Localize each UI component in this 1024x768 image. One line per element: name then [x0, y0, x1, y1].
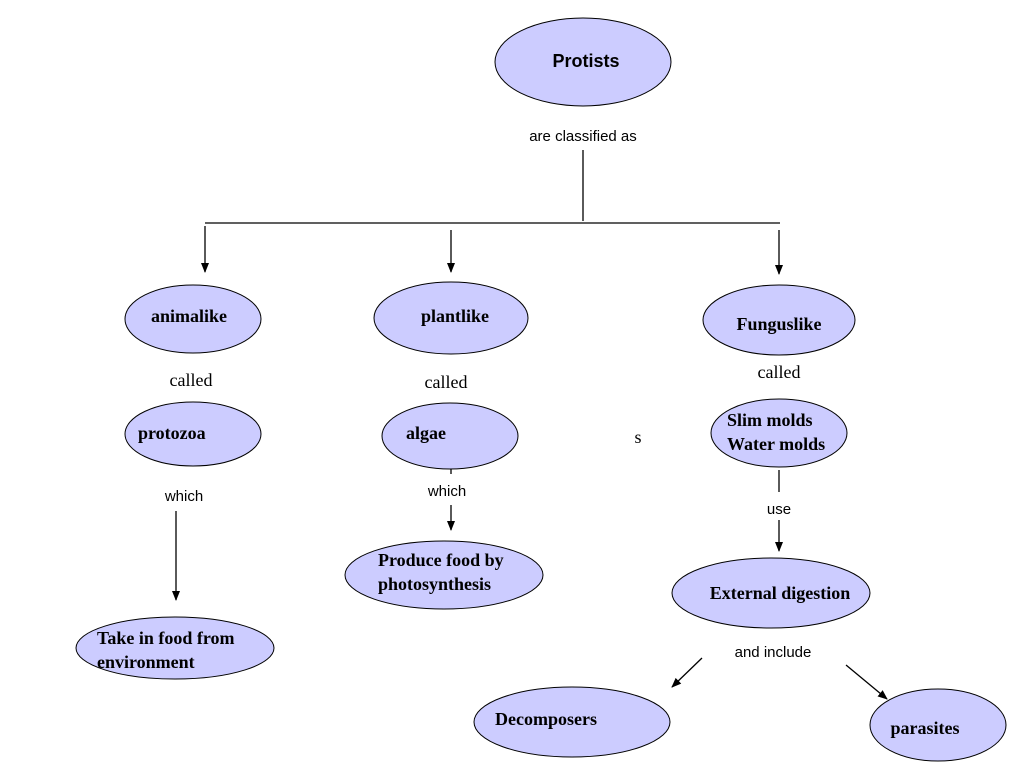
- node-algae: algae: [381, 402, 519, 470]
- node-molds: Slim molds Water molds: [710, 398, 848, 468]
- node-decomposers-label: Decomposers: [495, 709, 597, 729]
- node-decomposers: Decomposers: [473, 686, 671, 758]
- node-funguslike: Funguslike: [702, 284, 856, 356]
- node-produce-food: Produce food by photosynthesis: [344, 540, 544, 610]
- node-protozoa: protozoa: [124, 401, 262, 467]
- node-produce-food-label-line1: Produce food by: [378, 550, 504, 570]
- arrow-to-parasites: [845, 664, 888, 700]
- link-labels: are classified as called called called w…: [164, 128, 812, 661]
- link-which-algae: which: [427, 483, 466, 500]
- link-which-protozoa: which: [164, 488, 203, 505]
- node-external-digestion: External digestion: [671, 557, 871, 629]
- node-molds-label-line1: Slim molds: [727, 410, 813, 430]
- edges: [172, 150, 888, 700]
- node-produce-food-label-line2: photosynthesis: [378, 574, 491, 594]
- node-algae-label: algae: [406, 423, 446, 443]
- node-protists: Protists: [494, 17, 672, 107]
- node-protozoa-label: protozoa: [138, 423, 206, 443]
- node-parasites-label: parasites: [891, 718, 960, 738]
- node-protists-label: Protists: [552, 51, 619, 71]
- node-plantlike: plantlike: [373, 281, 529, 355]
- node-animalike-label: animalike: [151, 306, 227, 326]
- link-called-plantlike: called: [425, 372, 468, 392]
- arrow-to-decomposers: [671, 657, 703, 688]
- node-take-in-food: Take in food from environment: [75, 616, 275, 680]
- stray-letter: s: [634, 427, 641, 447]
- link-called-funguslike: called: [758, 362, 801, 382]
- node-animalike: animalike: [124, 284, 262, 354]
- link-use: use: [767, 501, 791, 518]
- node-plantlike-label: plantlike: [421, 306, 489, 326]
- node-take-in-food-label-line1: Take in food from: [97, 628, 235, 648]
- node-parasites: parasites: [869, 688, 1007, 762]
- link-are-classified-as: are classified as: [529, 128, 637, 145]
- node-funguslike-label: Funguslike: [736, 314, 821, 334]
- node-take-in-food-label-line2: environment: [97, 652, 195, 672]
- node-external-digestion-label: External digestion: [710, 583, 851, 603]
- link-called-animalike: called: [170, 370, 213, 390]
- node-molds-label-line2: Water molds: [727, 434, 825, 454]
- link-and-include: and include: [735, 644, 812, 661]
